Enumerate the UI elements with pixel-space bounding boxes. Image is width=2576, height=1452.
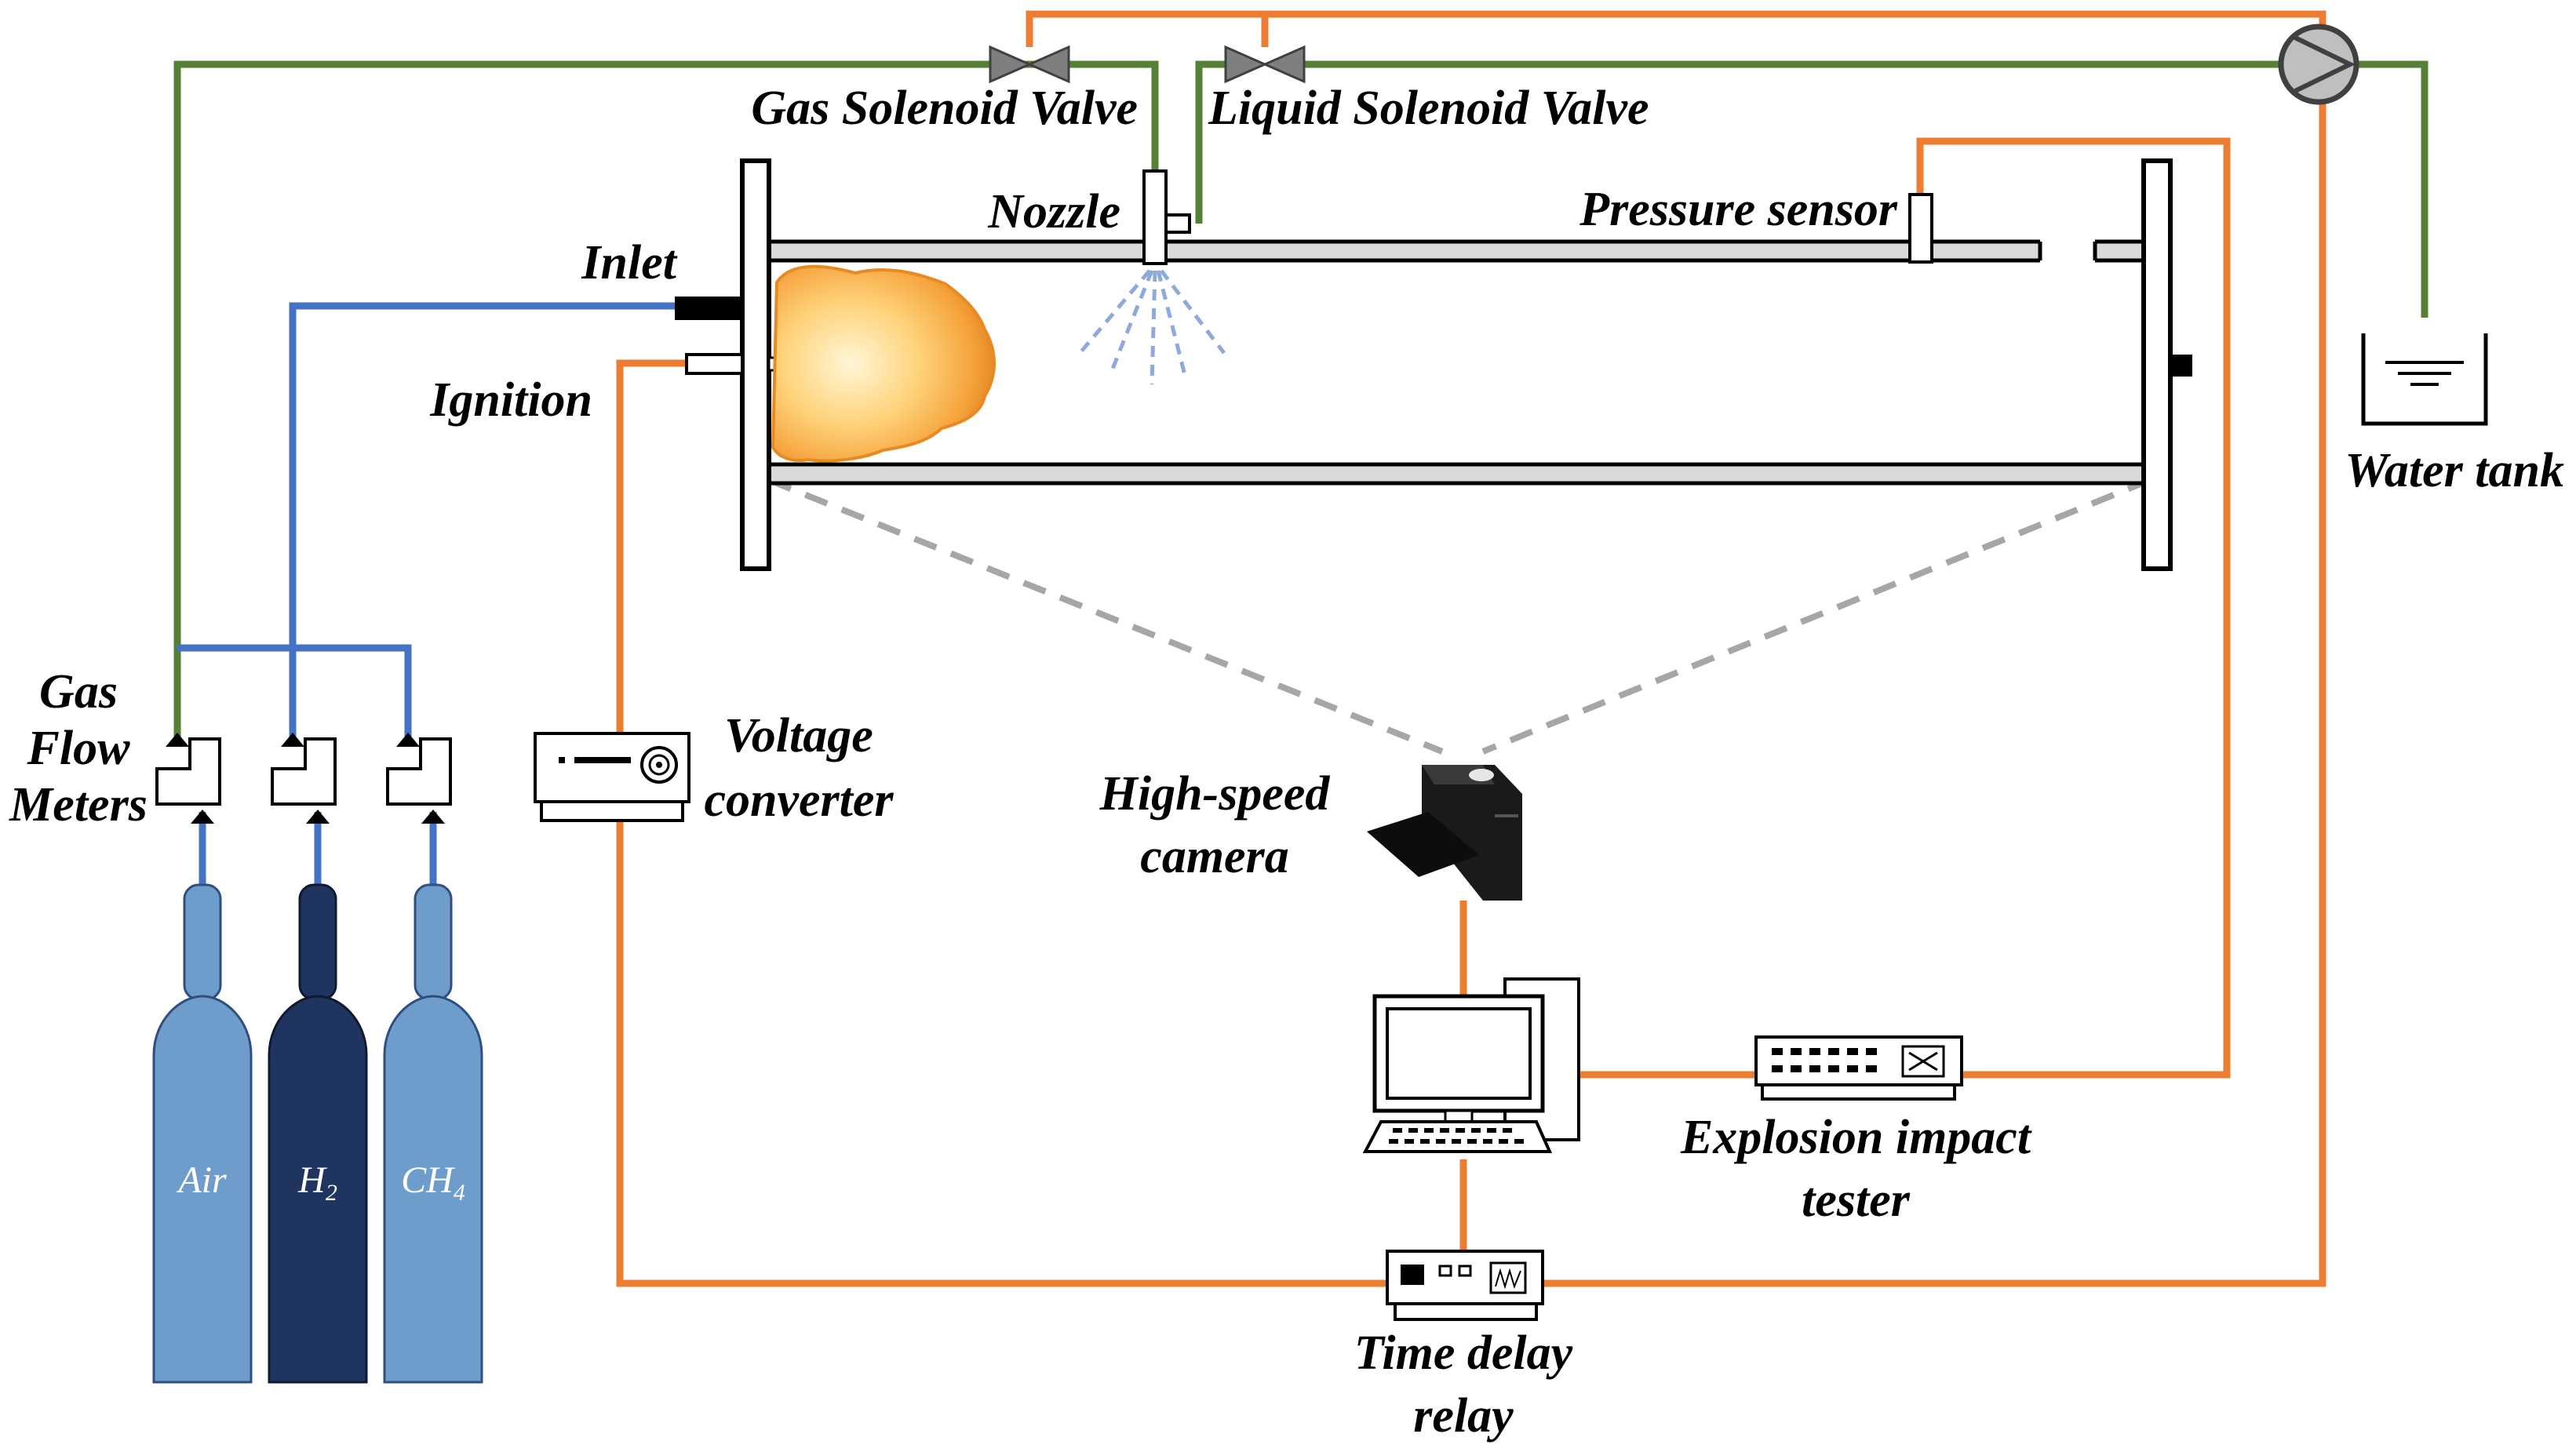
right-port [2170, 355, 2192, 377]
flow-meter-h2 [271, 733, 337, 824]
signal-line-valves [1026, 10, 1269, 47]
svg-text:Air: Air [176, 1159, 227, 1201]
flow-meter-ch4 [386, 733, 452, 824]
label-liquid-solenoid-valve: Liquid Solenoid Valve [1208, 82, 1649, 135]
label-ignition: Ignition [429, 373, 592, 427]
gas-cylinders: Air H2 CH4 [152, 883, 483, 1384]
cylinder-ch4: CH4 [383, 883, 483, 1384]
water-line-liquid-valve [1195, 60, 1232, 224]
chamber-top-wall [767, 239, 2146, 263]
cylinder-label-air: Air [176, 1159, 227, 1201]
gas-solenoid-valve [989, 45, 1070, 84]
liquid-solenoid-valve [1224, 45, 1306, 84]
cylinder-sub-h2: 2 [326, 1180, 337, 1206]
camera-view-lines [767, 477, 2152, 755]
right-flange [2141, 158, 2173, 571]
time-delay-relay [1386, 1250, 1544, 1321]
cylinder-h2: H2 [268, 883, 368, 1384]
label-flow-meters-line3: Meters [9, 778, 148, 832]
cylinder-air: Air [152, 883, 253, 1384]
nozzle-spray [1080, 269, 1226, 385]
igniter [685, 353, 744, 375]
label-inlet: Inlet [581, 236, 677, 289]
label-voltage-converter-line2: converter [704, 773, 894, 827]
cylinder-sub-ch4: 4 [454, 1180, 465, 1206]
label-water-tank: Water tank [2345, 444, 2564, 497]
signal-line-pressure [1916, 137, 2231, 1079]
signal-line-top [1029, 10, 2326, 1287]
gas-line-to-inlet [289, 302, 675, 745]
label-impact-tester-line1: Explosion impact [1680, 1111, 2032, 1164]
water-line-to-nozzle [1029, 60, 1159, 171]
label-flow-meters-line1: Gas [39, 665, 118, 719]
voltage-converter [534, 732, 690, 822]
pump-icon [2278, 24, 2359, 105]
label-camera-line2: camera [1140, 830, 1288, 883]
water-line-to-flow-meter [173, 60, 1029, 745]
explosion-impact-tester [1754, 1035, 1963, 1101]
cylinder-label-h2: H [297, 1159, 327, 1201]
label-impact-tester-line2: tester [1802, 1174, 1911, 1227]
flow-meter-air [155, 733, 221, 824]
computer-icon [1362, 977, 1580, 1153]
flame [771, 264, 996, 463]
gas-lines [177, 302, 675, 893]
gas-flow-meters [155, 733, 452, 824]
cylinder-label-ch4: CH [401, 1159, 455, 1201]
svg-text:CH4: CH4 [401, 1159, 465, 1206]
explosion-chamber [675, 158, 2192, 571]
pressure-sensor [1908, 193, 1933, 264]
label-flow-meters-line2: Flow [27, 722, 131, 775]
nozzle-body [1142, 169, 1168, 265]
signal-lines [616, 10, 2326, 1287]
nozzle-port [1164, 213, 1191, 234]
svg-text:H2: H2 [297, 1159, 337, 1206]
gas-line-manifold [177, 644, 412, 745]
high-speed-camera-icon [1367, 765, 1522, 901]
label-camera-line1: High-speed [1099, 767, 1331, 821]
label-voltage-converter-line1: Voltage [724, 709, 873, 762]
inlet-pipe [675, 297, 742, 320]
label-gas-solenoid-valve: Gas Solenoid Valve [751, 82, 1138, 135]
chamber-bottom-wall [767, 462, 2146, 486]
label-relay-line1: Time delay [1354, 1326, 1573, 1380]
label-pressure-sensor: Pressure sensor [1579, 183, 1898, 236]
label-nozzle: Nozzle [987, 185, 1120, 238]
water-tank [2361, 333, 2488, 426]
signal-line-ignition [616, 359, 1387, 1287]
keyboard-keys [1389, 1128, 1524, 1144]
label-relay-line2: relay [1413, 1389, 1514, 1443]
left-flange [740, 158, 771, 571]
